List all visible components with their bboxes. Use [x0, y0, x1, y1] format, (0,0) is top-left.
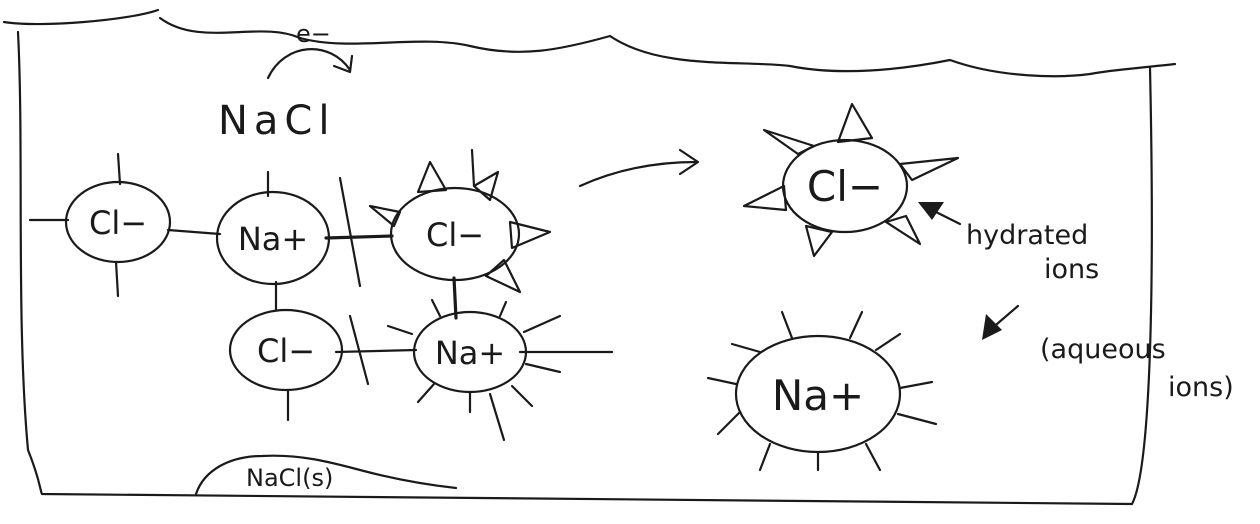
- beaker: [2, 8, 1153, 506]
- lattice-bonds: [28, 148, 614, 422]
- solid-label: NaCl(s): [246, 464, 333, 492]
- aqueous-ions-label: ions): [1168, 372, 1234, 403]
- edge-ion-cl-hydrating: Cl−: [368, 160, 552, 294]
- edge-ion-na-hydrating: Na+: [386, 298, 562, 442]
- ion-label: Na+: [435, 334, 505, 372]
- water-spikes: [386, 298, 562, 442]
- electron-transfer-arrow: [266, 48, 354, 80]
- water-spikes: [742, 102, 960, 258]
- lattice-ion-cl-left: Cl−: [64, 180, 172, 264]
- ion-label: Cl−: [257, 332, 315, 370]
- ion-label: Cl−: [426, 216, 484, 254]
- lattice-ion-cl-bottom: Cl−: [228, 308, 344, 392]
- water-spikes: [368, 160, 552, 294]
- aqueous-label: (aqueous: [1040, 334, 1166, 365]
- ions-label: ions: [1044, 254, 1099, 285]
- ion-label: Na+: [772, 371, 864, 420]
- water-surface: [158, 16, 1177, 78]
- lattice-ion-na: Na+: [215, 190, 331, 286]
- water-spikes: [706, 310, 938, 472]
- formula-label: NaCl: [218, 98, 335, 144]
- hydrated-ion-cl: Cl−: [742, 102, 960, 258]
- hydrated-ion-na: Na+: [706, 310, 938, 472]
- dissolution-arrow: [578, 148, 700, 188]
- ion-label: Na+: [238, 220, 308, 258]
- hydrated-label: hydrated: [966, 220, 1088, 251]
- electron-label: e−: [296, 20, 331, 48]
- solid-deposit: [194, 454, 458, 496]
- ion-label: Cl−: [807, 162, 883, 211]
- pointer-arrow-upper: [918, 202, 962, 226]
- pointer-arrow-lower: [982, 304, 1020, 340]
- ion-label: Cl−: [89, 204, 147, 242]
